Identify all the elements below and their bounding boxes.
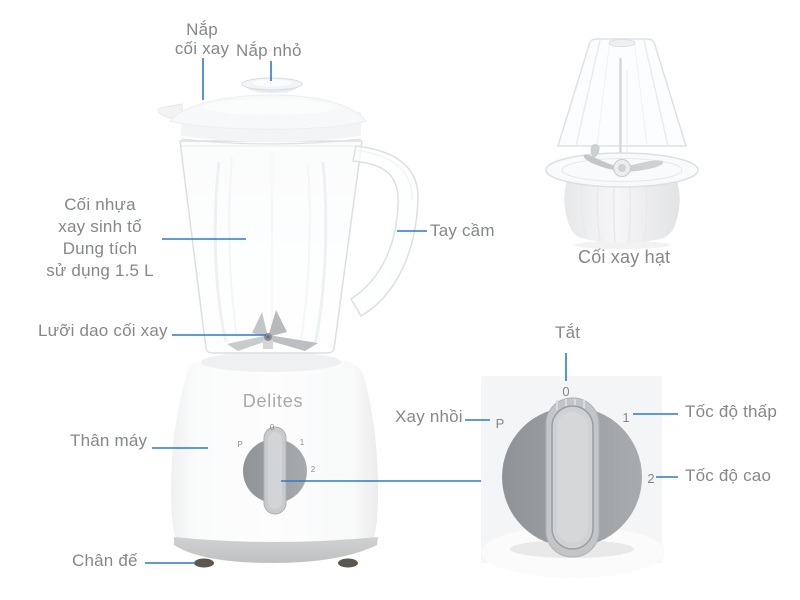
- dial-mark-pulse-small: P: [237, 440, 242, 449]
- label-dial-high: Tốc độ cao: [685, 466, 772, 485]
- label-jar: Cối nhựa xay sinh tố Dung tích sử dụng 1…: [30, 194, 170, 282]
- dial-mark-low-small: 1: [300, 438, 305, 447]
- label-dial-off: Tắt: [555, 323, 581, 342]
- brand-logo: Delites: [243, 391, 304, 411]
- dial-mark-off-small: 0: [270, 423, 275, 432]
- label-grinder-cup: Cối xay hạt: [578, 247, 671, 267]
- dial-closeup-figure: 0 P 1 2: [481, 376, 665, 578]
- grinder-cup-figure: [545, 38, 699, 249]
- jar-lid: [157, 77, 367, 145]
- label-jar-lid: Nắp cối xay: [158, 20, 246, 58]
- dial-mark-high-large: 2: [647, 471, 654, 486]
- label-base: Chân đế: [72, 551, 138, 570]
- dial-mark-high-small: 2: [311, 465, 316, 474]
- label-jar-line1: Cối nhựa: [64, 195, 136, 214]
- rubber-foot-left: [194, 558, 214, 568]
- label-body: Thân máy: [70, 431, 148, 450]
- label-jar-line4: sử dụng 1.5 L: [46, 261, 154, 280]
- jar-small-cap: [241, 77, 303, 93]
- label-handle: Tay cầm: [430, 221, 495, 240]
- label-jar-lid-line1: Nắp: [186, 20, 218, 39]
- leader-lines: [145, 58, 678, 564]
- label-small-cap: Nắp nhỏ: [236, 41, 302, 60]
- label-jar-line2: xay sinh tố: [58, 217, 142, 236]
- jar-blade: [227, 310, 318, 351]
- rubber-foot-right: [338, 558, 358, 568]
- blender-body-figure: Delites P 0 1 2: [170, 352, 379, 568]
- dial-mark-low-large: 1: [622, 410, 629, 425]
- dial-mark-off-large: 0: [562, 384, 569, 399]
- label-jar-line3: Dung tích: [62, 239, 138, 258]
- label-jar-lid-line2: cối xay: [174, 39, 230, 58]
- label-blade: Lưỡi dao cối xay: [38, 321, 168, 340]
- blender-jar-figure: [157, 77, 419, 354]
- dial-mark-pulse-large: P: [496, 416, 505, 431]
- label-dial-pulse: Xay nhồi: [395, 407, 463, 426]
- label-dial-low: Tốc độ thấp: [685, 402, 777, 421]
- jar-handle: [349, 145, 419, 318]
